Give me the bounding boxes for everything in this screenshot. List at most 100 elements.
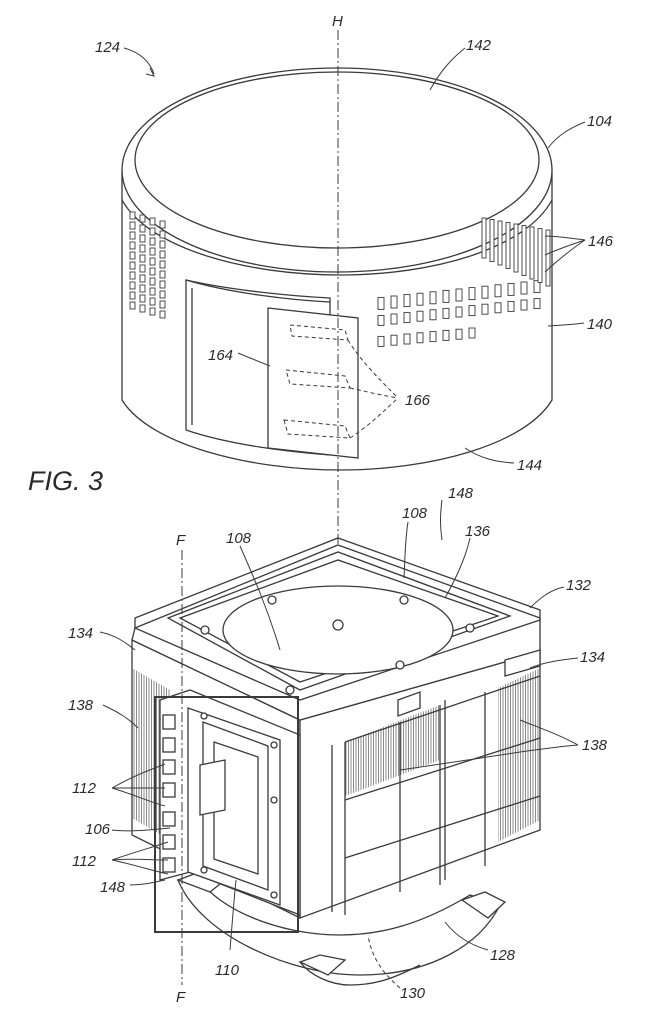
ref-142: 142	[466, 37, 492, 54]
vent-slot	[159, 240, 166, 249]
axis-label-h: H	[332, 13, 343, 30]
vent-slot	[139, 274, 146, 283]
service-opening-164	[185, 279, 399, 459]
section-f-bottom: F	[176, 989, 186, 1006]
vent-slot	[129, 241, 136, 250]
vent-slot	[149, 267, 156, 276]
vent-slot	[416, 310, 424, 322]
ref-148-bottom: 148	[100, 879, 126, 896]
vent-slot	[468, 305, 476, 317]
vent-slot	[159, 310, 166, 319]
ref-108-b: 108	[226, 530, 252, 547]
vent-slots-146	[129, 211, 551, 347]
vent-slot	[159, 290, 166, 299]
vent-slot	[377, 335, 385, 347]
labels: FIG. 3 H 124 142 104 146 140 164 166 144…	[28, 13, 614, 1006]
vent-slot	[159, 260, 166, 269]
vent-slot	[139, 304, 146, 313]
vent-slot	[149, 237, 156, 246]
vent-slot	[159, 270, 166, 279]
vent-slot	[416, 332, 424, 344]
controller-module-110	[159, 689, 301, 916]
vent-slot	[149, 257, 156, 266]
vent-slot	[129, 221, 136, 230]
vent-slot	[149, 297, 156, 306]
vent-slot	[455, 328, 463, 340]
ref-138-left: 138	[68, 697, 94, 714]
ref-134-left: 134	[68, 625, 93, 642]
vent-slot	[139, 214, 146, 223]
vent-slot	[390, 313, 398, 325]
cover-assembly	[121, 67, 553, 471]
vent-slot	[481, 303, 489, 315]
ref-106: 106	[85, 821, 111, 838]
vent-slot	[159, 280, 166, 289]
mount-tab-right	[460, 891, 507, 919]
vent-slot	[521, 225, 527, 276]
ref-138-right: 138	[582, 737, 608, 754]
detail-box	[154, 696, 299, 933]
vent-slot	[149, 307, 156, 316]
section-f-top: F	[176, 532, 186, 549]
vent-slot	[507, 282, 515, 296]
ref-166: 166	[405, 392, 431, 409]
ref-130: 130	[400, 985, 426, 1002]
vent-slot	[494, 284, 502, 298]
vent-slot	[513, 223, 519, 273]
vent-slot	[497, 220, 503, 266]
vent-slot	[149, 287, 156, 296]
heat-sink-138-right	[498, 668, 539, 842]
leader-lines	[99, 47, 586, 989]
vent-slot	[429, 331, 437, 343]
ref-134-right: 134	[580, 649, 605, 666]
ref-140: 140	[587, 316, 613, 333]
ref-148-top: 148	[448, 485, 474, 502]
ref-110: 110	[215, 962, 240, 979]
cover-top-rim	[121, 67, 553, 273]
vent-slot	[455, 306, 463, 318]
vent-slot	[149, 247, 156, 256]
vent-slot	[533, 298, 541, 310]
ref-112-a: 112	[72, 780, 97, 797]
vent-slot	[403, 333, 411, 345]
heat-sink-138-center	[345, 705, 439, 796]
vent-slot	[139, 284, 146, 293]
vent-slot	[507, 300, 515, 312]
vent-slot	[149, 217, 156, 226]
vent-slot	[159, 300, 166, 309]
vent-slot	[529, 226, 535, 280]
compartments	[331, 675, 541, 915]
vent-slot	[129, 301, 136, 310]
vent-slot	[149, 277, 156, 286]
vent-slot	[129, 251, 136, 260]
vent-slot	[489, 219, 495, 262]
vent-slot	[129, 291, 136, 300]
cover-top-surface	[134, 71, 540, 249]
vent-slot	[129, 231, 136, 240]
ref-112-b: 112	[72, 853, 97, 870]
vent-slot	[149, 227, 156, 236]
ref-128: 128	[490, 947, 516, 964]
ref-146: 146	[588, 233, 614, 250]
vent-slot	[455, 288, 463, 302]
vent-slot	[429, 309, 437, 321]
vent-slot	[533, 280, 541, 294]
access-panel	[267, 307, 359, 459]
vent-slot	[442, 289, 450, 303]
vent-slot	[139, 254, 146, 263]
vent-slot	[403, 312, 411, 324]
vent-slot	[139, 234, 146, 243]
mount-tab-bottom	[298, 954, 347, 976]
vent-slot	[159, 220, 166, 229]
ref-164: 164	[208, 347, 233, 364]
vent-slot	[390, 295, 398, 309]
vent-slot	[377, 296, 385, 310]
ref-136: 136	[465, 523, 491, 540]
ref-104: 104	[587, 113, 612, 130]
base-assembly	[131, 537, 541, 986]
vent-slot	[129, 261, 136, 270]
vent-slot	[390, 334, 398, 346]
ref-132: 132	[566, 577, 592, 594]
